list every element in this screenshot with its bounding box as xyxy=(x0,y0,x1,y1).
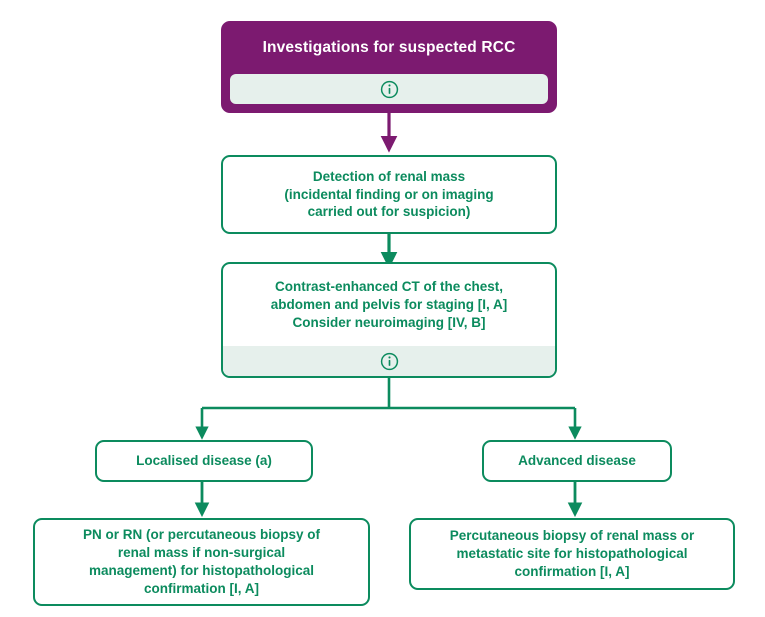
page-title: Investigations for suspected RCC xyxy=(262,39,516,57)
advanced-disease-body: Advanced disease xyxy=(484,442,670,480)
information-icon[interactable] xyxy=(380,80,399,99)
contrast-enhanced-ct-staging-body: Contrast-enhanced CT of the chest, abdom… xyxy=(223,264,555,346)
localised-disease-label: Localised disease (a) xyxy=(136,453,272,469)
localised-disease-body: Localised disease (a) xyxy=(97,442,311,480)
localised-disease-treatment-node: PN or RN (or percutaneous biopsy of rena… xyxy=(33,518,370,606)
localised-disease-node: Localised disease (a) xyxy=(95,440,313,482)
investigations-header-node: Investigations for suspected RCC xyxy=(221,21,557,113)
contrast-enhanced-ct-staging-node: Contrast-enhanced CT of the chest, abdom… xyxy=(221,262,557,378)
detection-of-renal-mass-label: Detection of renal mass (incidental find… xyxy=(284,168,494,220)
staging-info-strip[interactable] xyxy=(223,346,555,376)
advanced-disease-treatment-label: Percutaneous biopsy of renal mass or met… xyxy=(449,528,695,579)
advanced-disease-node: Advanced disease xyxy=(482,440,672,482)
detection-of-renal-mass-node: Detection of renal mass (incidental find… xyxy=(221,155,557,234)
contrast-enhanced-ct-staging-label: Contrast-enhanced CT of the chest, abdom… xyxy=(270,279,508,330)
investigations-header-body: Investigations for suspected RCC xyxy=(223,23,555,74)
localised-disease-treatment-label: PN or RN (or percutaneous biopsy of rena… xyxy=(82,527,321,596)
localised-disease-treatment-body: PN or RN (or percutaneous biopsy of rena… xyxy=(35,520,368,604)
header-info-strip[interactable] xyxy=(230,74,548,104)
advanced-disease-label: Advanced disease xyxy=(518,453,636,469)
detection-of-renal-mass-body: Detection of renal mass (incidental find… xyxy=(223,157,555,232)
advanced-disease-treatment-body: Percutaneous biopsy of renal mass or met… xyxy=(411,520,733,588)
advanced-disease-treatment-node: Percutaneous biopsy of renal mass or met… xyxy=(409,518,735,590)
information-icon[interactable] xyxy=(380,352,399,371)
